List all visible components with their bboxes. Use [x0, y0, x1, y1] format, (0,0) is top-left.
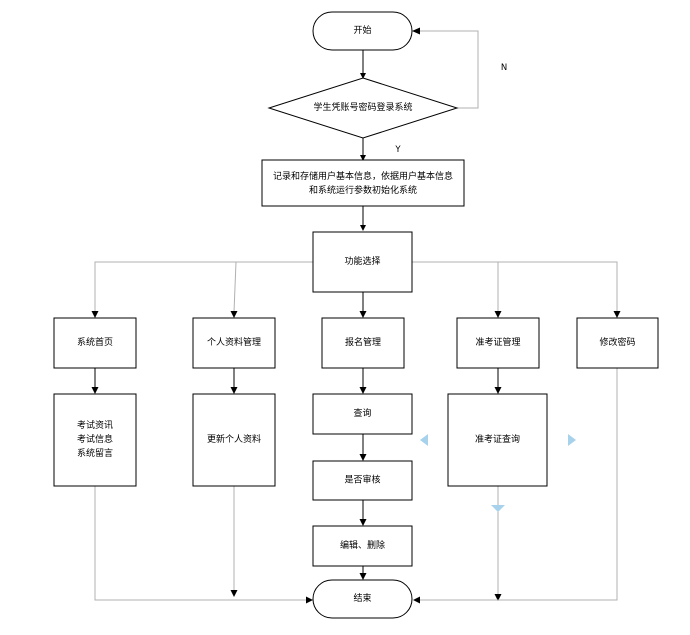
home-detail-news: 考试资讯	[77, 419, 113, 431]
query-box[interactable]	[312, 393, 413, 435]
profile-management-label: 个人资料管理	[207, 336, 261, 348]
yes-edge-label: Y	[394, 145, 401, 155]
edge-select-profile-arrowhead	[230, 311, 238, 318]
edge-home-detail-arrowhead	[91, 387, 99, 394]
edge-password-end-arrowhead	[413, 596, 420, 604]
edge-select-home-arrowhead	[91, 311, 99, 318]
review-label: 是否审核	[344, 474, 380, 486]
edge-select-signup-arrowhead	[359, 311, 367, 318]
edge-select-password	[412, 261, 618, 312]
edge-home-end-arrowhead	[306, 596, 313, 604]
edge-login-no-loop	[420, 30, 479, 109]
edge-select-profile	[233, 261, 237, 313]
edge-ticket-end-arrowhead	[494, 594, 502, 601]
selection-handle-left[interactable]	[420, 434, 428, 446]
home-detail-info: 考试信息	[77, 433, 113, 445]
ticket-query-box[interactable]	[447, 393, 548, 487]
edge-query-review-arrowhead	[359, 454, 367, 461]
edge-edit-end-arrowhead	[359, 573, 367, 580]
function-select-label: 功能选择	[344, 255, 380, 267]
change-password-label: 修改密码	[599, 336, 635, 348]
function-select-box[interactable]	[312, 231, 413, 293]
end-terminal[interactable]	[312, 579, 413, 619]
login-decision[interactable]	[267, 77, 459, 139]
ticket-query-label: 准考证查询	[475, 433, 520, 445]
edge-select-home	[94, 261, 313, 312]
login-label: 学生凭账号密码登录系统	[313, 101, 412, 113]
edge-select-ticket-arrowhead	[494, 311, 502, 318]
record-process-box[interactable]	[261, 159, 465, 207]
signup-management-label: 报名管理	[345, 336, 381, 348]
edge-profile-detail-arrowhead	[230, 387, 238, 394]
edge-password-end	[420, 368, 618, 601]
ticket-management-box[interactable]	[456, 317, 540, 369]
no-edge-label: N	[501, 63, 507, 73]
selection-handle-right[interactable]	[568, 434, 576, 446]
edge-login-no-arrowhead	[412, 27, 420, 35]
ticket-management-label: 准考证管理	[475, 336, 520, 348]
selection-handle-bottom[interactable]	[491, 505, 505, 512]
home-detail-messages: 系统留言	[77, 447, 113, 459]
edge-ticket-detail-arrowhead	[494, 387, 502, 394]
signup-management-box[interactable]	[321, 317, 405, 369]
review-box[interactable]	[312, 460, 413, 501]
record-label-line2: 和系统运行参数初始化系统	[309, 184, 417, 196]
change-password-box[interactable]	[576, 317, 659, 369]
system-home-label: 系统首页	[77, 336, 113, 348]
system-home-box[interactable]	[53, 317, 137, 369]
edit-delete-label: 编辑、删除	[340, 539, 385, 551]
start-label: 开始	[353, 24, 371, 36]
edge-select-password-arrowhead	[613, 311, 621, 318]
profile-management-box[interactable]	[192, 317, 276, 369]
query-label: 查询	[353, 407, 371, 419]
profile-update-box[interactable]	[192, 393, 276, 487]
edit-delete-box[interactable]	[312, 525, 413, 567]
end-label: 结束	[353, 592, 371, 604]
record-label-line1: 记录和存储用户基本信息，依据用户基本信息	[273, 170, 453, 182]
edge-signup-query-arrowhead	[359, 387, 367, 394]
edge-profile-end-arrowhead	[230, 590, 238, 597]
edge-home-end	[94, 486, 306, 601]
start-terminal[interactable]	[312, 11, 413, 51]
home-detail-box[interactable]	[53, 393, 137, 487]
edge-review-edit-arrowhead	[359, 519, 367, 526]
profile-update-label: 更新个人资料	[207, 433, 261, 445]
